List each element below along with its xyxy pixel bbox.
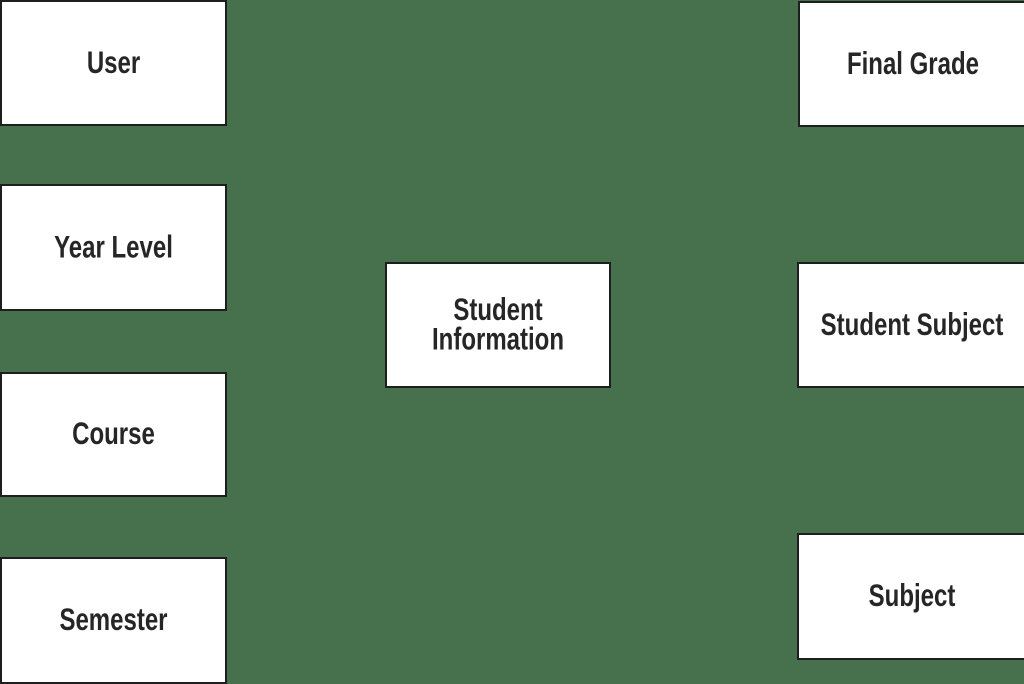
node-subject: Subject: [797, 533, 1024, 660]
node-user-label: User: [86, 45, 141, 81]
node-final-grade-label: Final Grade: [846, 46, 980, 82]
node-subject-label: Subject: [868, 578, 956, 615]
node-final-grade: Final Grade: [798, 1, 1024, 127]
node-student-subject-label: Student Subject: [820, 307, 1004, 343]
node-semester-label: Semester: [59, 602, 168, 639]
node-year-level-label: Year Level: [54, 229, 173, 266]
node-student-subject: Student Subject: [797, 262, 1024, 388]
node-course-label: Course: [72, 416, 155, 453]
node-student-information-label: Student Information: [432, 292, 564, 358]
node-course: Course: [0, 372, 227, 497]
node-user: User: [0, 0, 227, 126]
node-year-level: Year Level: [0, 184, 227, 311]
node-semester: Semester: [0, 557, 227, 684]
node-student-information: Student Information: [385, 262, 611, 388]
